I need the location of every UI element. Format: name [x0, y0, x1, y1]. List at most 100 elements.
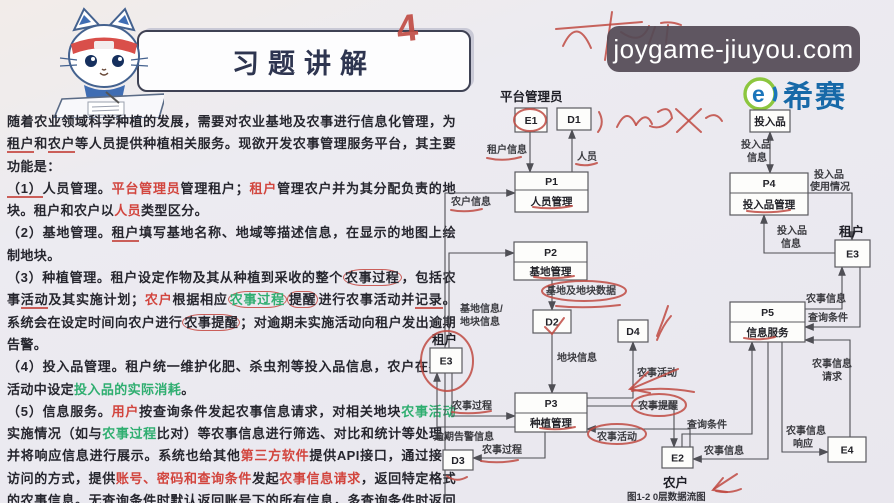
handwritten-annotation: [451, 410, 492, 415]
dfd-edge-label: 农事活动: [636, 366, 677, 379]
text-segment: 账号、密码和查询条件: [115, 470, 253, 486]
text-segment: 农户: [47, 136, 76, 154]
dfd-edge-label: 基地信息/: [459, 302, 503, 315]
svg-text:E1: E1: [525, 115, 538, 127]
problem-paragraph: （5）信息服务。用户按查询条件发起农事信息请求，对相关地块农事活动实施情况（如与…: [7, 401, 456, 503]
watermark-badge: joygame-jiuyou.com: [607, 26, 860, 72]
text-segment: 管理租户；: [180, 180, 250, 196]
xisai-logo-icon: e: [743, 77, 778, 111]
handwritten-annotation: [631, 387, 695, 393]
svg-text:P2: P2: [544, 247, 557, 259]
dfd-edge: [587, 340, 637, 399]
handwritten-annotation: [713, 473, 738, 490]
text-segment: 租户: [111, 225, 140, 243]
dfd-edge: [803, 336, 851, 437]
svg-text:D2: D2: [545, 317, 559, 329]
handwritten-annotation: [541, 280, 627, 302]
svg-text:P5: P5: [761, 307, 774, 319]
text-segment: 类型区分。: [141, 203, 209, 219]
dfd-edge: [451, 373, 517, 420]
dfd-edge-label: 地块信息: [460, 315, 500, 328]
dfd-edge-label: 信息: [747, 151, 767, 164]
handwritten-annotation: [575, 162, 598, 167]
text-segment: 发起: [252, 470, 280, 486]
text-segment: 农事提醒: [182, 313, 241, 331]
handwritten-annotation: [660, 21, 682, 26]
text-segment: 农事信息请求: [279, 470, 361, 486]
handwritten-annotation: [513, 108, 547, 132]
handwritten-annotation: [587, 423, 647, 445]
text-segment: 提供API接口，通过接口访问的方式，提供: [7, 448, 456, 486]
dfd-edge-label: 地块信息: [557, 351, 597, 364]
text-segment: 根据相应: [172, 292, 228, 308]
handwritten-annotation: [705, 114, 723, 122]
dfd-edge-label: 响应: [793, 437, 813, 450]
dfd-edge-label: 投入品: [741, 138, 771, 151]
dfd-edge-label: 投入品: [777, 224, 807, 237]
dfd-edge-label: 农事信息: [811, 357, 852, 370]
svg-text:平台管理员: 平台管理员: [500, 89, 563, 104]
dfd-edge-label: 查询条件: [686, 418, 727, 431]
text-segment: 填写基地名称、地域等描述信息，在显示的地图上绘制地块。: [7, 225, 456, 263]
text-segment: 农事活动: [401, 403, 456, 419]
dfd-edge-label: 农事过程: [481, 443, 522, 456]
text-segment: （3）种植管理。租户设定作物及其从种植到采收的整个: [7, 270, 343, 286]
dfd-edge: [681, 340, 756, 447]
dfd-edge: [760, 213, 835, 254]
text-segment: ，返回特定格式的农事信息。无查询条件时默认返回账号下的所有信息，多查询条件时返回…: [7, 470, 456, 503]
page-title: 习题讲解: [232, 48, 376, 79]
handwritten-annotation: [597, 111, 603, 133]
dfd-edge-label: 查询条件: [807, 311, 848, 324]
svg-text:E4: E4: [841, 445, 854, 457]
handwritten-annotation: [627, 371, 651, 394]
text-segment: 。: [181, 381, 195, 397]
dfd-edge-label: 农事提醒: [637, 399, 678, 412]
svg-text:人员管理: 人员管理: [531, 195, 573, 208]
handwritten-annotation: [715, 488, 742, 494]
text-segment: 租户: [7, 136, 35, 154]
text-segment: （2）基地管理。: [7, 225, 112, 241]
handwritten-annotation: [562, 30, 592, 49]
text-segment: 人员: [114, 203, 142, 219]
dfd-edge-label: 人员: [577, 150, 597, 163]
text-segment: 按查询条件发起农事信息请求，对相关地块: [139, 403, 402, 419]
text-segment: 及其实施计划；: [48, 292, 145, 308]
handwritten-annotation: [635, 116, 653, 126]
svg-text:e: e: [752, 81, 765, 107]
dfd-node-P4: P4 投入品管理: [729, 172, 809, 216]
text-segment: （5）信息服务。: [7, 403, 112, 419]
svg-text:E2: E2: [671, 453, 684, 465]
svg-text:D1: D1: [567, 114, 581, 126]
text-segment: 第三方软件: [240, 448, 310, 464]
text-segment: 用户: [111, 403, 140, 419]
text-segment: 随着农业领域科学种植的发展，需要对农业基地及农事进行信息化管理，为: [7, 114, 456, 129]
handwritten-annotation: [649, 108, 674, 129]
text-segment: 活动: [20, 292, 49, 310]
problem-paragraph: （1）人员管理。平台管理员管理租户；租户管理农户并为其分配负责的地块。租户和农户…: [7, 178, 456, 223]
svg-text:租户: 租户: [839, 224, 864, 239]
figure-caption: 图1-2 0层数据流图: [627, 491, 706, 503]
svg-text:P4: P4: [763, 178, 776, 190]
watermark-text: joygame-jiuyou.com: [613, 33, 854, 64]
text-segment: 比对）等农事信息进行筛选、对比和统计等处理，并将响应信息进行展示。系统也给其他: [7, 426, 456, 464]
dfd-node-D4: D4: [617, 319, 649, 343]
text-segment: （4）投入品管理。租户统一维护化肥、杀虫剂等投入品信息，农户在农事活动中设定: [7, 359, 456, 397]
problem-paragraph: （4）投入品管理。租户统一维护化肥、杀虫剂等投入品信息，农户在农事活动中设定投入…: [7, 356, 456, 401]
cat-mascot: [46, 6, 168, 123]
svg-text:投入品管理: 投入品管理: [743, 198, 796, 211]
text-segment: ；对逾期未实施活动向租户发出逾期告警。: [7, 314, 457, 352]
dfd-node-D1: D1: [556, 107, 592, 131]
dfd-edge: [808, 192, 856, 242]
dfd-node-E2: E2 农户: [661, 446, 694, 490]
svg-text:农户: 农户: [662, 475, 688, 490]
text-segment: 等人员提供种植相关服务。现欲开发农事管理服务平台，其主要功能是：: [7, 136, 457, 174]
text-segment: （1）: [7, 180, 43, 198]
text-segment: 农事过程: [342, 269, 402, 287]
text-segment: 农户: [144, 292, 173, 308]
text-segment: 农事过程: [102, 426, 157, 442]
text-segment: 租户: [249, 180, 278, 196]
handwritten-annotation: [631, 393, 687, 417]
